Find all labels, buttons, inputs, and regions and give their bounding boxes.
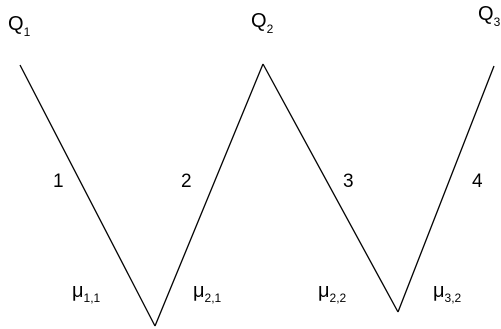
vertex-label-mu-2-1: μ2,1 [193, 280, 222, 305]
segment-label-4: 4 [472, 171, 483, 192]
segment-line-2 [154, 63, 264, 327]
segment-line-3 [262, 63, 399, 313]
vertex-label-mu-3-2: μ3,2 [433, 280, 462, 305]
node-label-q2: Q2 [251, 10, 274, 36]
segment-label-1: 1 [53, 171, 64, 192]
segment-line-1 [19, 64, 156, 327]
vertex-label-mu-2-2: μ2,2 [318, 280, 347, 305]
vertex-label-mu-1-1: μ1,1 [72, 280, 101, 305]
segment-label-2: 2 [181, 171, 192, 192]
segment-line-4 [397, 65, 495, 313]
node-label-q1: Q1 [8, 13, 31, 39]
segment-label-3: 3 [343, 171, 354, 192]
node-label-q3: Q3 [478, 3, 501, 29]
